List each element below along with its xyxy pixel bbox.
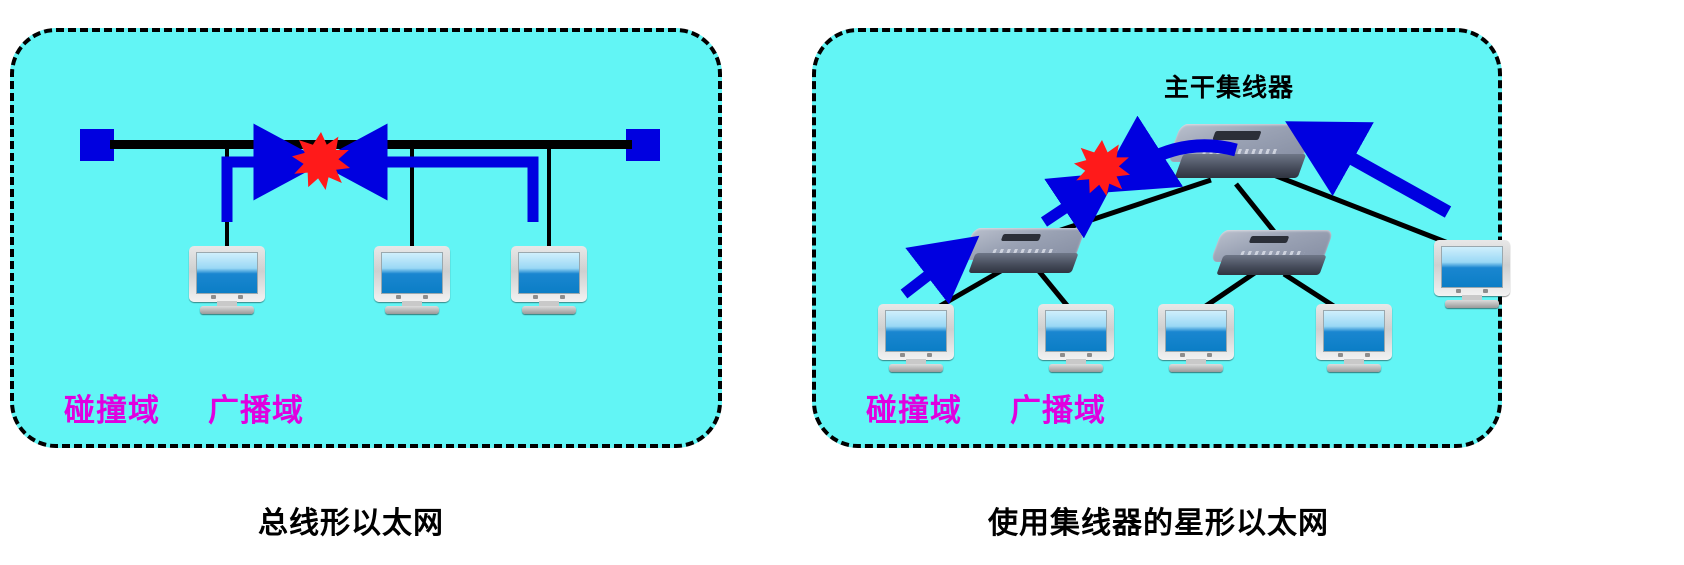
hub-label-plate xyxy=(1000,234,1041,242)
star-collision-domain-label: 碰撞域 xyxy=(866,393,962,428)
bus-drop-cable-2 xyxy=(410,145,414,249)
monitor-screen xyxy=(196,252,258,294)
monitor-neck xyxy=(1066,359,1086,365)
monitor-base xyxy=(1445,300,1499,308)
bus-domain-labels: 碰撞域 广播域 xyxy=(64,395,304,426)
star-cabling xyxy=(924,169,1467,317)
monitor-button-left xyxy=(1456,289,1461,293)
bus-ethernet-panel: 碰撞域 广播域 xyxy=(10,28,722,448)
monitor-neck xyxy=(1344,359,1364,365)
arrow-station-to-backbone xyxy=(1285,121,1452,218)
monitor-button-left xyxy=(1060,353,1065,357)
bus-backbone-line xyxy=(110,140,632,149)
monitor-base xyxy=(889,364,943,372)
arrow-from-right-station xyxy=(316,123,539,222)
monitor-neck xyxy=(402,301,422,307)
star-broadcast-domain-label: 广播域 xyxy=(1010,393,1106,428)
monitor-screen xyxy=(1045,310,1107,352)
bus-broadcast-domain-label: 广播域 xyxy=(208,393,304,428)
bus-drop-cable-3 xyxy=(547,145,551,249)
bus-signal-arrows xyxy=(221,123,539,222)
star-computer-4 xyxy=(1316,304,1392,374)
bus-computer-3 xyxy=(511,246,587,316)
monitor-button-left xyxy=(211,295,216,299)
monitor-neck xyxy=(906,359,926,365)
star-signal-arrows xyxy=(900,115,1452,305)
monitor-button-right xyxy=(423,295,428,299)
bus-terminator-left xyxy=(80,129,114,161)
hub-label-plate xyxy=(1248,236,1289,244)
arrow-pc1-to-hub-left xyxy=(900,235,980,305)
hub-front-face xyxy=(1175,153,1307,178)
bus-collision-domain-label: 碰撞域 xyxy=(64,393,160,428)
hub-right xyxy=(1210,230,1334,282)
arrow-from-left-station xyxy=(221,123,325,222)
monitor-neck xyxy=(217,301,237,307)
star-ethernet-panel: 主干集线器 xyxy=(812,28,1510,448)
star-computer-2 xyxy=(1038,304,1114,374)
monitor-base xyxy=(200,306,254,314)
arrow-hubleft-to-collision xyxy=(1040,172,1119,239)
star-computer-5 xyxy=(1434,240,1510,310)
hub-front-face xyxy=(1216,254,1328,275)
monitor-button-left xyxy=(1338,353,1343,357)
monitor-neck xyxy=(1186,359,1206,365)
monitor-button-right xyxy=(1087,353,1092,357)
star-ethernet-caption: 使用集线器的星形以太网 xyxy=(988,507,1329,540)
monitor-button-right xyxy=(238,295,243,299)
bus-ethernet-caption: 总线形以太网 xyxy=(258,507,444,540)
star-computer-3 xyxy=(1158,304,1234,374)
monitor-button-right xyxy=(1207,353,1212,357)
monitor-screen xyxy=(1165,310,1227,352)
monitor-button-right xyxy=(1365,353,1370,357)
monitor-button-left xyxy=(1180,353,1185,357)
hub-label-plate xyxy=(1212,131,1262,141)
backbone-hub xyxy=(1167,124,1315,186)
monitor-base xyxy=(385,306,439,314)
bus-computer-2 xyxy=(374,246,450,316)
monitor-screen xyxy=(518,252,580,294)
monitor-neck xyxy=(539,301,559,307)
monitor-screen xyxy=(381,252,443,294)
star-computer-1 xyxy=(878,304,954,374)
monitor-button-left xyxy=(900,353,905,357)
monitor-base xyxy=(1327,364,1381,372)
monitor-screen xyxy=(1323,310,1385,352)
bus-computer-1 xyxy=(189,246,265,316)
collision-burst-icon xyxy=(1074,140,1130,196)
monitor-screen xyxy=(1441,246,1503,288)
monitor-base xyxy=(522,306,576,314)
star-domain-labels: 碰撞域 广播域 xyxy=(866,395,1106,426)
monitor-base xyxy=(1049,364,1103,372)
monitor-button-right xyxy=(560,295,565,299)
monitor-button-left xyxy=(533,295,538,299)
monitor-button-right xyxy=(927,353,932,357)
bus-drop-cable-1 xyxy=(225,145,229,249)
backbone-hub-title: 主干集线器 xyxy=(1164,74,1295,102)
monitor-base xyxy=(1169,364,1223,372)
monitor-neck xyxy=(1462,295,1482,301)
monitor-screen xyxy=(885,310,947,352)
hub-front-face xyxy=(968,252,1080,273)
monitor-button-left xyxy=(396,295,401,299)
monitor-button-right xyxy=(1483,289,1488,293)
hub-left xyxy=(962,228,1086,280)
